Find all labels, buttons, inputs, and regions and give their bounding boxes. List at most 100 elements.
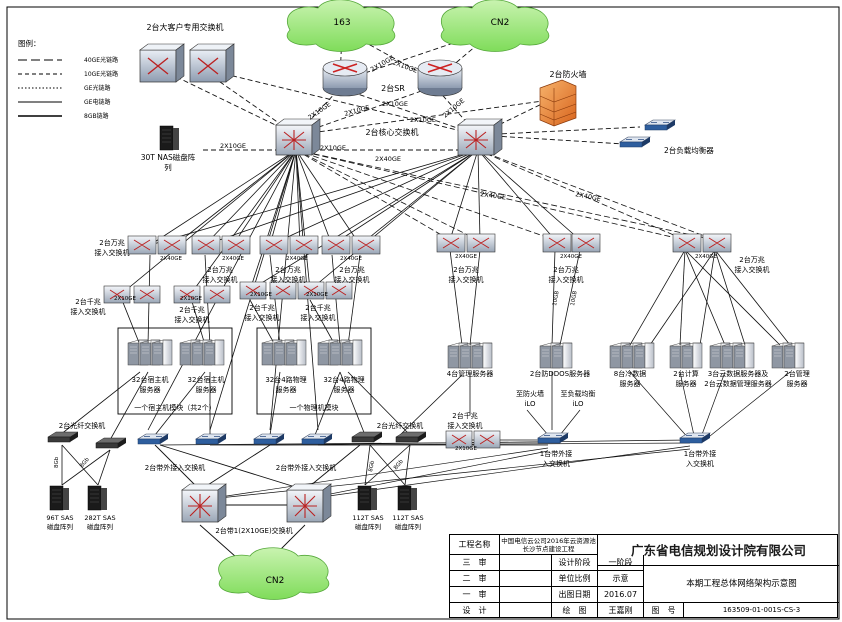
- cloud-163: 163: [286, 0, 396, 52]
- diagram-label: 112T SAS: [352, 514, 383, 522]
- diagram-label: 1台带外接: [540, 449, 572, 458]
- diagram-label: 接入交换机: [71, 307, 106, 316]
- drawing-no-label: 图 号: [644, 603, 684, 617]
- diagram-label: 2台千兆: [75, 297, 100, 306]
- diagram-label: 接入交换机: [549, 275, 584, 284]
- diagram-label: 8Gb: [54, 456, 60, 468]
- diagram-label: 2台千兆: [305, 303, 330, 312]
- diagram-label: 2台光纤交换机: [377, 421, 423, 430]
- project-name: 中国电信云公司2016年云资源池长沙节点建设工程: [500, 535, 598, 555]
- diagram-label: 2X10GE: [441, 97, 466, 120]
- diagram-label: 服务器: [787, 379, 808, 388]
- diagram-label: 2台万兆: [207, 265, 232, 274]
- diagram-label: 2台管理: [784, 369, 809, 378]
- diagram-label: 接入交换机: [449, 275, 484, 284]
- title-block: 工程名称 中国电信云公司2016年云资源池长沙节点建设工程 广东省电信规划设计院…: [449, 534, 839, 618]
- design-stage: 一阶段: [598, 555, 644, 571]
- cloud-163-label: 163: [333, 18, 350, 28]
- diagram-label: 282T SAS: [84, 514, 115, 522]
- diagram-label: 2台带外接入交换机: [145, 463, 205, 472]
- diagram-label: 8Gb: [368, 460, 376, 473]
- diagram-label: 32台4路物理: [265, 375, 306, 384]
- access-switches: 2X10GE 2X10GE 2X10GE 2X10GE 2X40GE 2X40G…: [71, 233, 770, 452]
- diagram-label: 一个物理机模块: [290, 403, 339, 412]
- diagram-label: 2台计算: [673, 369, 698, 378]
- diagram-label: 10GB: [570, 290, 579, 306]
- diagram-label: 2台万兆: [339, 265, 364, 274]
- right-servers: 4台管理服务器 2台防DDOS服务器 至防火墙 iLO 至负载均衡 iLO 8台…: [447, 342, 810, 408]
- diagram-label: 2X10GE: [306, 292, 329, 298]
- cloud-cn2-top: CN2: [440, 0, 550, 52]
- diagram-label: 接入交换机: [271, 275, 306, 284]
- company-name: 广东省电信规划设计院有限公司: [598, 535, 839, 566]
- diagram-label: 2X10GE: [114, 296, 137, 302]
- diagram-label: 2台带外接入交换机: [276, 463, 336, 472]
- diagram-label: 2台万兆: [739, 255, 764, 264]
- drawing-no: 163509-01-001S-CS-3: [722, 605, 801, 614]
- diagram-label: 服务器: [276, 385, 297, 394]
- diagram-label: 2X10GE: [391, 58, 418, 74]
- nas-label-2: 列: [164, 162, 172, 172]
- diagram-label: 接入交换机: [301, 313, 336, 322]
- diagram-label: 2X40GE: [375, 155, 401, 163]
- diagram-label: 2X10GE: [455, 446, 478, 452]
- diagram-label: 112T SAS: [392, 514, 423, 522]
- sr-routers: 2台SR: [322, 59, 463, 97]
- diagram-label: 1台带外接: [684, 449, 716, 458]
- diagram-label: 接入交换机: [95, 248, 130, 257]
- diagram-label: 至防火墙: [516, 389, 544, 398]
- diagram-label: 一个宿主机模块（共2个）: [134, 403, 215, 412]
- nas-label-1: 30T NAS磁盘阵: [141, 152, 196, 162]
- diagram-label: 入交换机: [686, 459, 714, 468]
- drawing-title: 本期工程总体网络架构示意图: [644, 566, 839, 603]
- project-name-label: 工程名称: [450, 535, 500, 555]
- diagram-label: 2台防DDOS服务器: [530, 369, 590, 378]
- diagram-label: 磁盘阵列: [355, 522, 381, 531]
- diagram-label: 2X40GE: [160, 256, 183, 262]
- diagram-label: 服务器: [140, 385, 161, 394]
- diagram-label: 10GB: [552, 290, 561, 306]
- diagram-label: 2X40GE: [480, 190, 507, 202]
- diagram-label: 2台千兆: [452, 411, 477, 420]
- scale-label: 单位比例: [552, 571, 598, 587]
- diagram-label: 96T SAS: [46, 514, 73, 522]
- role-1-value: [500, 587, 552, 603]
- diagram-label: 磁盘阵列: [87, 522, 113, 531]
- diagram-label: 接入交换机: [245, 313, 280, 322]
- diagram-label: 2台千兆: [179, 305, 204, 314]
- diagram-label: 接入交换机: [203, 275, 238, 284]
- diagram-label: 2台千兆: [249, 303, 274, 312]
- diagram-label: 2X10GE: [250, 292, 273, 298]
- diagram-label: 至负载均衡: [561, 389, 596, 398]
- physical-module: 32台4路物理 服务器 32台4路物理 服务器 一个物理机模块: [256, 327, 372, 415]
- diagram-label: 图例：: [18, 38, 41, 48]
- diagram-label: 磁盘阵列: [47, 522, 73, 531]
- diagram-label: 2X10GE: [220, 142, 246, 150]
- role-design-value: [500, 603, 552, 617]
- diagram-label: 2X10GE: [307, 100, 333, 121]
- drawer: 王嘉刚: [598, 603, 644, 617]
- scale: 示意: [598, 571, 644, 587]
- diagram-label: 32台4路物理: [323, 375, 364, 384]
- diagram-label: 入交换机: [542, 459, 570, 468]
- diagram-label: 2X40GE: [286, 256, 309, 262]
- oob-switches: 2台带外接入交换机 2台带外接入交换机 1台带外接 入交换机 1台带外接 入交换…: [137, 432, 716, 472]
- cloud-cn2-bottom: CN2: [218, 547, 330, 600]
- diagram-label: 2台光纤交换机: [59, 421, 105, 430]
- diagram-label: 8台冷数据: [614, 369, 646, 378]
- diagram-label: 接入交换机: [335, 275, 370, 284]
- diagram-label: 接入交换机: [448, 421, 483, 430]
- diagram-label: 2X10GE: [320, 144, 346, 152]
- diagram-label: 40GE光链路: [84, 56, 118, 64]
- date-label: 出图日期: [552, 587, 598, 603]
- bottom-switches: 2台带1(2X10GE)交换机: [181, 483, 332, 535]
- diagram-label: 2台万兆: [453, 265, 478, 274]
- diagram-label: 2X40GE: [695, 254, 718, 260]
- diagram-label: 服务器: [334, 385, 355, 394]
- diagram-label: 2X40GE: [222, 256, 245, 262]
- nas-array: 30T NAS磁盘阵 列: [141, 125, 196, 172]
- disk-arrays: 96T SAS 磁盘阵列 282T SAS 磁盘阵列 112T SAS 磁盘阵列…: [46, 485, 424, 531]
- role-design: 设 计: [450, 603, 500, 617]
- diagram-label: 32台宿主机: [188, 375, 225, 384]
